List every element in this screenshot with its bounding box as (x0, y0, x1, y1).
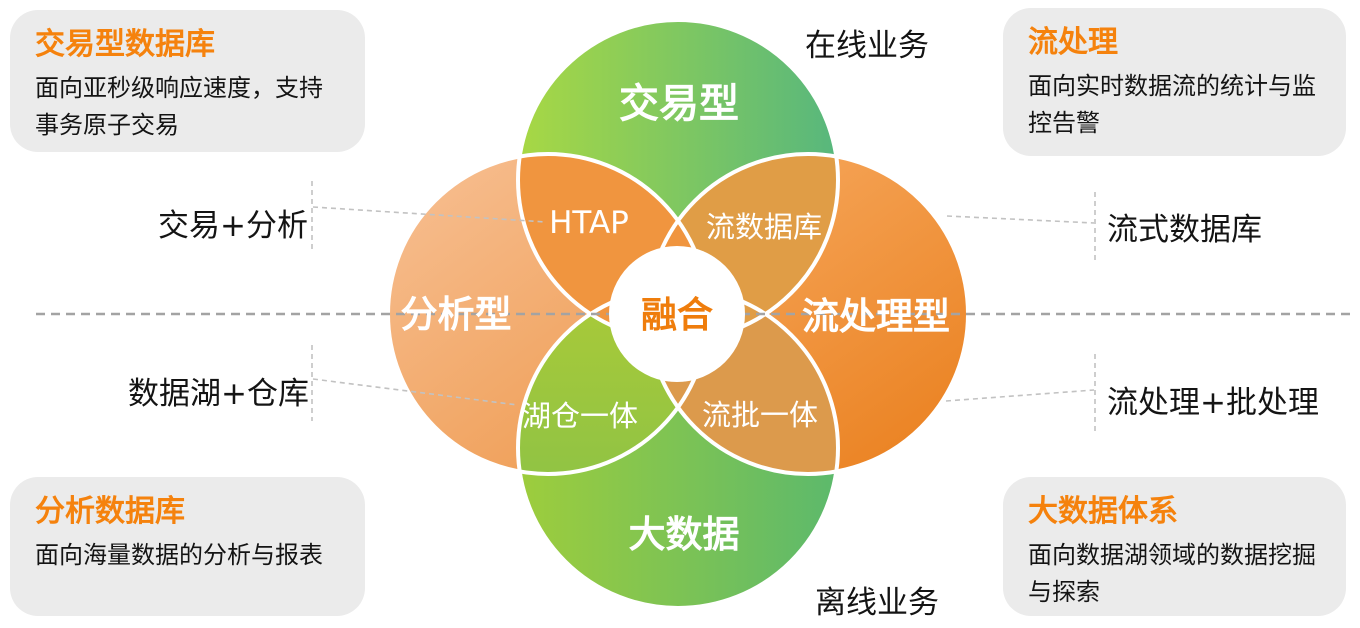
label-fusion: 融合 (641, 295, 713, 336)
callout-title: 分析数据库 (35, 494, 185, 529)
label-overlap-lakehouse: 湖仓一体 (522, 399, 638, 433)
label-overlap-htap: HTAP (549, 205, 629, 241)
connector-left-bottom-slant (312, 378, 519, 406)
callout-title: 交易型数据库 (35, 27, 215, 62)
callout-bigdata-system: 大数据体系 面向数据湖领域的数据挖掘与探索 (1003, 477, 1346, 616)
label-bigdata: 大数据 (629, 513, 740, 556)
annotation-datalake-plus-warehouse: 数据湖+仓库 (128, 376, 309, 412)
connector-lines (311, 181, 1096, 431)
label-analytical: 分析型 (401, 293, 512, 336)
callout-body: 面向海量数据的分析与报表 (35, 541, 323, 569)
callout-body: 面向亚秒级响应速度，支持事务原子交易 (35, 74, 323, 139)
annotation-stream-plus-batch: 流处理+批处理 (1107, 385, 1319, 421)
annotation-transaction-plus-analysis: 交易+分析 (158, 208, 308, 244)
annotation-streaming-database: 流式数据库 (1107, 212, 1262, 248)
label-overlap-stream-db: 流数据库 (706, 210, 822, 244)
connector-right-bottom-slant (945, 389, 1095, 402)
callout-body: 面向实时数据流的统计与监控告警 (1028, 72, 1316, 137)
connector-right-top-slant (946, 215, 1095, 224)
callout-body: 面向数据湖领域的数据挖掘与探索 (1028, 541, 1316, 606)
callout-title: 大数据体系 (1028, 494, 1178, 529)
callout-transactional-database: 交易型数据库 面向亚秒级响应速度，支持事务原子交易 (10, 10, 365, 152)
callout-title: 流处理 (1028, 25, 1118, 60)
annotation-online-business: 在线业务 (805, 28, 929, 64)
label-transactional: 交易型 (619, 81, 739, 127)
annotation-offline-business: 离线业务 (815, 585, 939, 621)
callout-stream-processing: 流处理 面向实时数据流的统计与监控告警 (1003, 8, 1346, 156)
callout-analytical-database: 分析数据库 面向海量数据的分析与报表 (10, 477, 365, 616)
connector-left-top-slant (312, 206, 547, 223)
center-fusion-circle (609, 246, 745, 382)
label-stream: 流处理型 (802, 295, 950, 338)
label-overlap-stream-batch: 流批一体 (702, 398, 818, 432)
